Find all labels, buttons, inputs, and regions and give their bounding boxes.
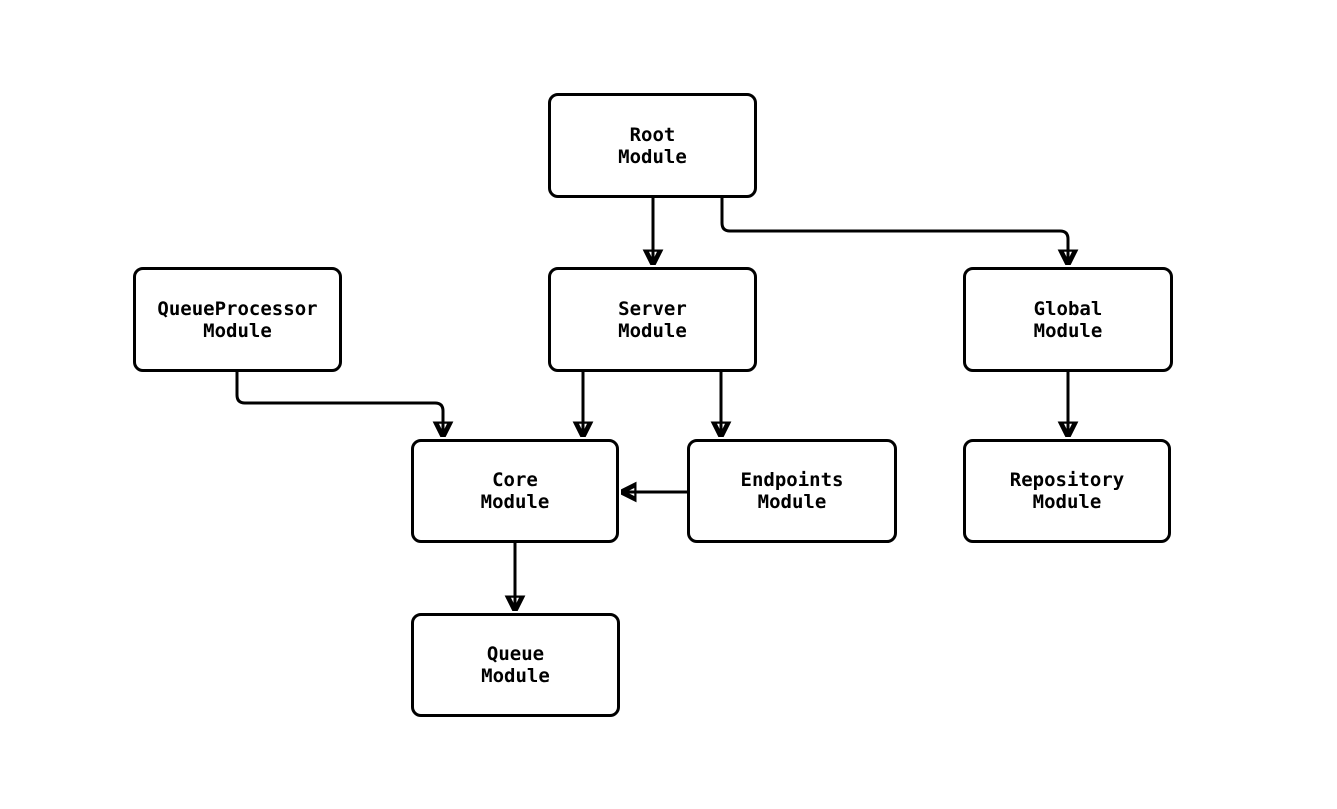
node-core-module: Core Module (411, 439, 619, 543)
node-endpoints-label-line1: Endpoints (740, 469, 844, 491)
node-server-label-line1: Server (618, 297, 687, 320)
node-global-label-line2: Module (1033, 319, 1103, 342)
node-queueprocessor-label-line1: QueueProcessor (157, 297, 318, 320)
node-server-module: Server Module (548, 267, 757, 372)
node-global-label-line1: Global (1033, 297, 1103, 320)
node-root-module: Root Module (548, 93, 757, 198)
node-root-label-line1: Root (629, 123, 676, 146)
node-queueprocessor-label-line2: Module (203, 319, 272, 342)
node-endpoints-module: Endpoints Module (687, 439, 897, 543)
node-queue-module: Queue Module (411, 613, 620, 717)
node-endpoints-label-line2: Module (757, 491, 827, 513)
edge-queueprocessor-to-core (235, 372, 443, 437)
node-queue-label-line2: Module (481, 665, 550, 687)
node-core-label-line1: Core (492, 469, 538, 491)
node-repository-label-line2: Module (1032, 491, 1102, 513)
node-root-label-line2: Module (618, 145, 687, 168)
node-repository-module: Repository Module (963, 439, 1171, 543)
node-core-label-line2: Module (480, 491, 550, 513)
edge-root-to-global (720, 198, 1068, 265)
node-server-label-line2: Module (618, 319, 687, 342)
node-repository-label-line1: Repository (1009, 469, 1125, 491)
node-queueprocessor-module: QueueProcessor Module (133, 267, 342, 372)
node-queue-label-line1: Queue (486, 643, 545, 665)
node-global-module: Global Module (963, 267, 1173, 372)
